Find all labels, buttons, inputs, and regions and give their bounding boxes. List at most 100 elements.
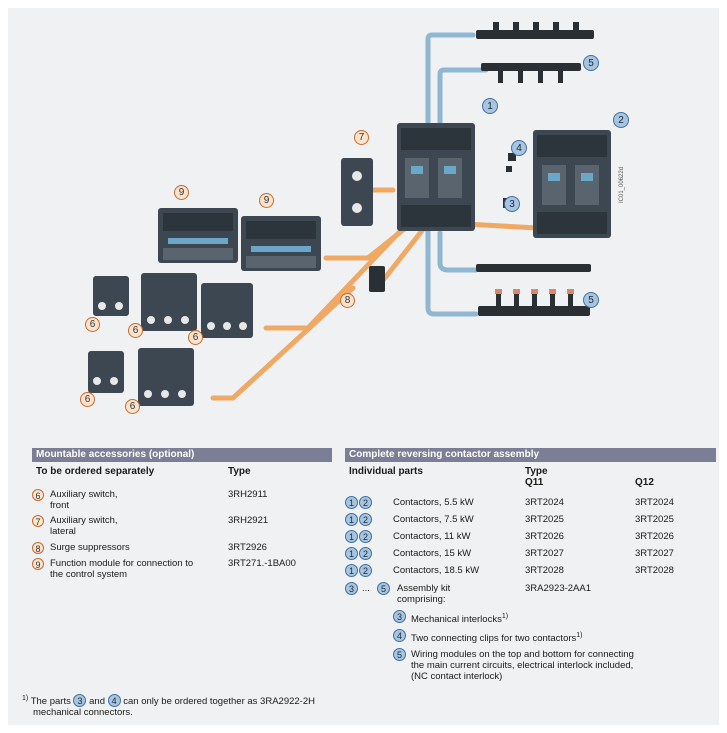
badge-2: 2 — [359, 564, 372, 577]
component-label-cont: the main current circuits, electrical in… — [411, 660, 634, 671]
contactor-label: Contactors, 11 kW — [393, 531, 471, 542]
contactor-q12: 3RT2026 — [635, 531, 674, 542]
callout-7: 7 — [354, 130, 369, 145]
item-type: 3RH2911 — [228, 489, 268, 500]
item-name-cont: lateral — [50, 526, 76, 537]
item-name-cont: front — [50, 500, 70, 511]
badge-3: 3 — [345, 582, 358, 595]
kit-label-cont: comprising: — [397, 594, 446, 605]
badge-1: 1 — [345, 547, 358, 560]
contactor-q11: 3RT2027 — [525, 548, 564, 559]
badge-1: 1 — [345, 513, 358, 526]
figure-id: IC01_00622d — [619, 166, 625, 203]
badge-3: 3 — [393, 610, 406, 623]
badge-5: 5 — [377, 582, 390, 595]
contactor-q11 — [397, 123, 475, 231]
contactor-label: Contactors, 15 kW — [393, 548, 472, 559]
bottom-wiring-module — [476, 264, 591, 316]
callout-5-bottom: 5 — [583, 292, 599, 308]
col-header-individual-parts: Individual parts — [349, 466, 423, 477]
contactor-q12 — [533, 130, 611, 238]
contactor-q12: 3RT2027 — [635, 548, 674, 559]
panel-title-reversing: Complete reversing contactor assembly — [345, 448, 716, 462]
component-label-cont: (NC contact interlock) — [411, 671, 503, 682]
item-badge: 7 — [32, 515, 44, 527]
surge-suppressor — [369, 266, 385, 292]
callout-6c: 6 — [188, 330, 203, 345]
footnote-marker: 1) — [22, 695, 29, 702]
callout-9b: 9 — [259, 193, 274, 208]
callout-4: 4 — [511, 140, 527, 156]
col-header-type: Type — [525, 466, 548, 477]
callout-5-top: 5 — [583, 55, 599, 71]
item-type: 3RT2926 — [228, 542, 267, 553]
item-badge: 9 — [32, 558, 44, 570]
contactor-q12: 3RT2024 — [635, 497, 674, 508]
contactor-q11: 3RT2028 — [525, 565, 564, 576]
footnote-text: and — [89, 696, 105, 708]
footnote: 1) The parts 3 and 4 can only be ordered… — [22, 693, 522, 718]
contactor-label: Contactors, 18.5 kW — [393, 565, 480, 576]
badge-1: 1 — [345, 496, 358, 509]
badge-4: 4 — [107, 694, 121, 708]
component-text: Two connecting clips for two contactors1… — [411, 630, 583, 644]
footnote-line-1: 1) The parts 3 and 4 can only be ordered… — [22, 693, 522, 708]
callout-6a: 6 — [85, 317, 100, 332]
callout-2: 2 — [613, 112, 629, 128]
contactor-label: Contactors, 7.5 kW — [393, 514, 474, 525]
col-header-ordered-separately: To be ordered separately — [36, 466, 155, 477]
callout-8: 8 — [340, 293, 355, 308]
badge-1: 1 — [345, 530, 358, 543]
callout-3: 3 — [504, 196, 520, 212]
reversing-contactor-panel: Complete reversing contactor assembly In… — [345, 448, 716, 682]
col-header-q11: Q11 — [525, 477, 544, 488]
item-badge: 8 — [32, 542, 44, 554]
contactor-q11: 3RT2026 — [525, 531, 564, 542]
catalog-page: 1 2 3 4 5 5 6 6 6 6 6 7 8 9 9 IC01_00622… — [8, 8, 719, 725]
kit-type: 3RA2923-2AA1 — [525, 583, 592, 594]
range-dots: ... — [362, 583, 370, 594]
callout-9a: 9 — [174, 185, 189, 200]
badge-3: 3 — [73, 694, 87, 708]
lateral-auxiliary-switch — [341, 158, 373, 226]
panel-title-accessories: Mountable accessories (optional) — [32, 448, 332, 462]
badge-2: 2 — [359, 530, 372, 543]
front-auxiliary-switches — [88, 273, 253, 406]
contactor-q11: 3RT2025 — [525, 514, 564, 525]
badge-2: 2 — [359, 496, 372, 509]
item-name: Function module for connection to — [50, 558, 194, 569]
footnote-text: The parts — [30, 696, 71, 708]
mountable-accessories-panel: Mountable accessories (optional) To be o… — [32, 448, 332, 580]
item-name: Surge suppressors — [50, 542, 130, 553]
copper-pins — [495, 289, 574, 294]
exploded-view-illustration: 1 2 3 4 5 5 6 6 6 6 6 7 8 9 9 IC01_00622… — [8, 8, 719, 428]
footnote-ref: 1) — [576, 632, 583, 639]
component-text: Mechanical interlocks1) — [411, 611, 508, 625]
function-module-1 — [158, 208, 238, 263]
contactor-q12: 3RT2028 — [635, 565, 674, 576]
footnote-line-2: mechanical connectors. — [33, 707, 133, 719]
component-label: Two connecting clips for two contactors — [411, 633, 577, 645]
assembly-drawing — [88, 22, 611, 406]
item-type: 3RH2921 — [228, 515, 269, 526]
badge-4: 4 — [393, 629, 406, 642]
item-badge: 6 — [32, 489, 44, 501]
contactor-q12: 3RT2025 — [635, 514, 674, 525]
item-name: Auxiliary switch, — [50, 515, 118, 526]
contactor-label: Contactors, 5.5 kW — [393, 497, 474, 508]
badge-2: 2 — [359, 547, 372, 560]
function-module-2 — [241, 216, 321, 271]
component-label: Wiring modules on the top and bottom for… — [411, 649, 634, 660]
item-name-cont: the control system — [50, 569, 128, 580]
blue-lead-lines — [425, 32, 489, 317]
terminal-holes — [93, 302, 247, 398]
badge-5: 5 — [393, 648, 406, 661]
col-header-q12: Q12 — [635, 477, 654, 488]
callout-6e: 6 — [125, 399, 140, 414]
item-name: Auxiliary switch, — [50, 489, 118, 500]
col-header-type: Type — [228, 466, 251, 477]
callout-6b: 6 — [128, 323, 143, 338]
orange-lead-lines — [210, 187, 541, 401]
component-label: Mechanical interlocks — [411, 614, 502, 626]
top-wiring-module — [476, 22, 594, 83]
